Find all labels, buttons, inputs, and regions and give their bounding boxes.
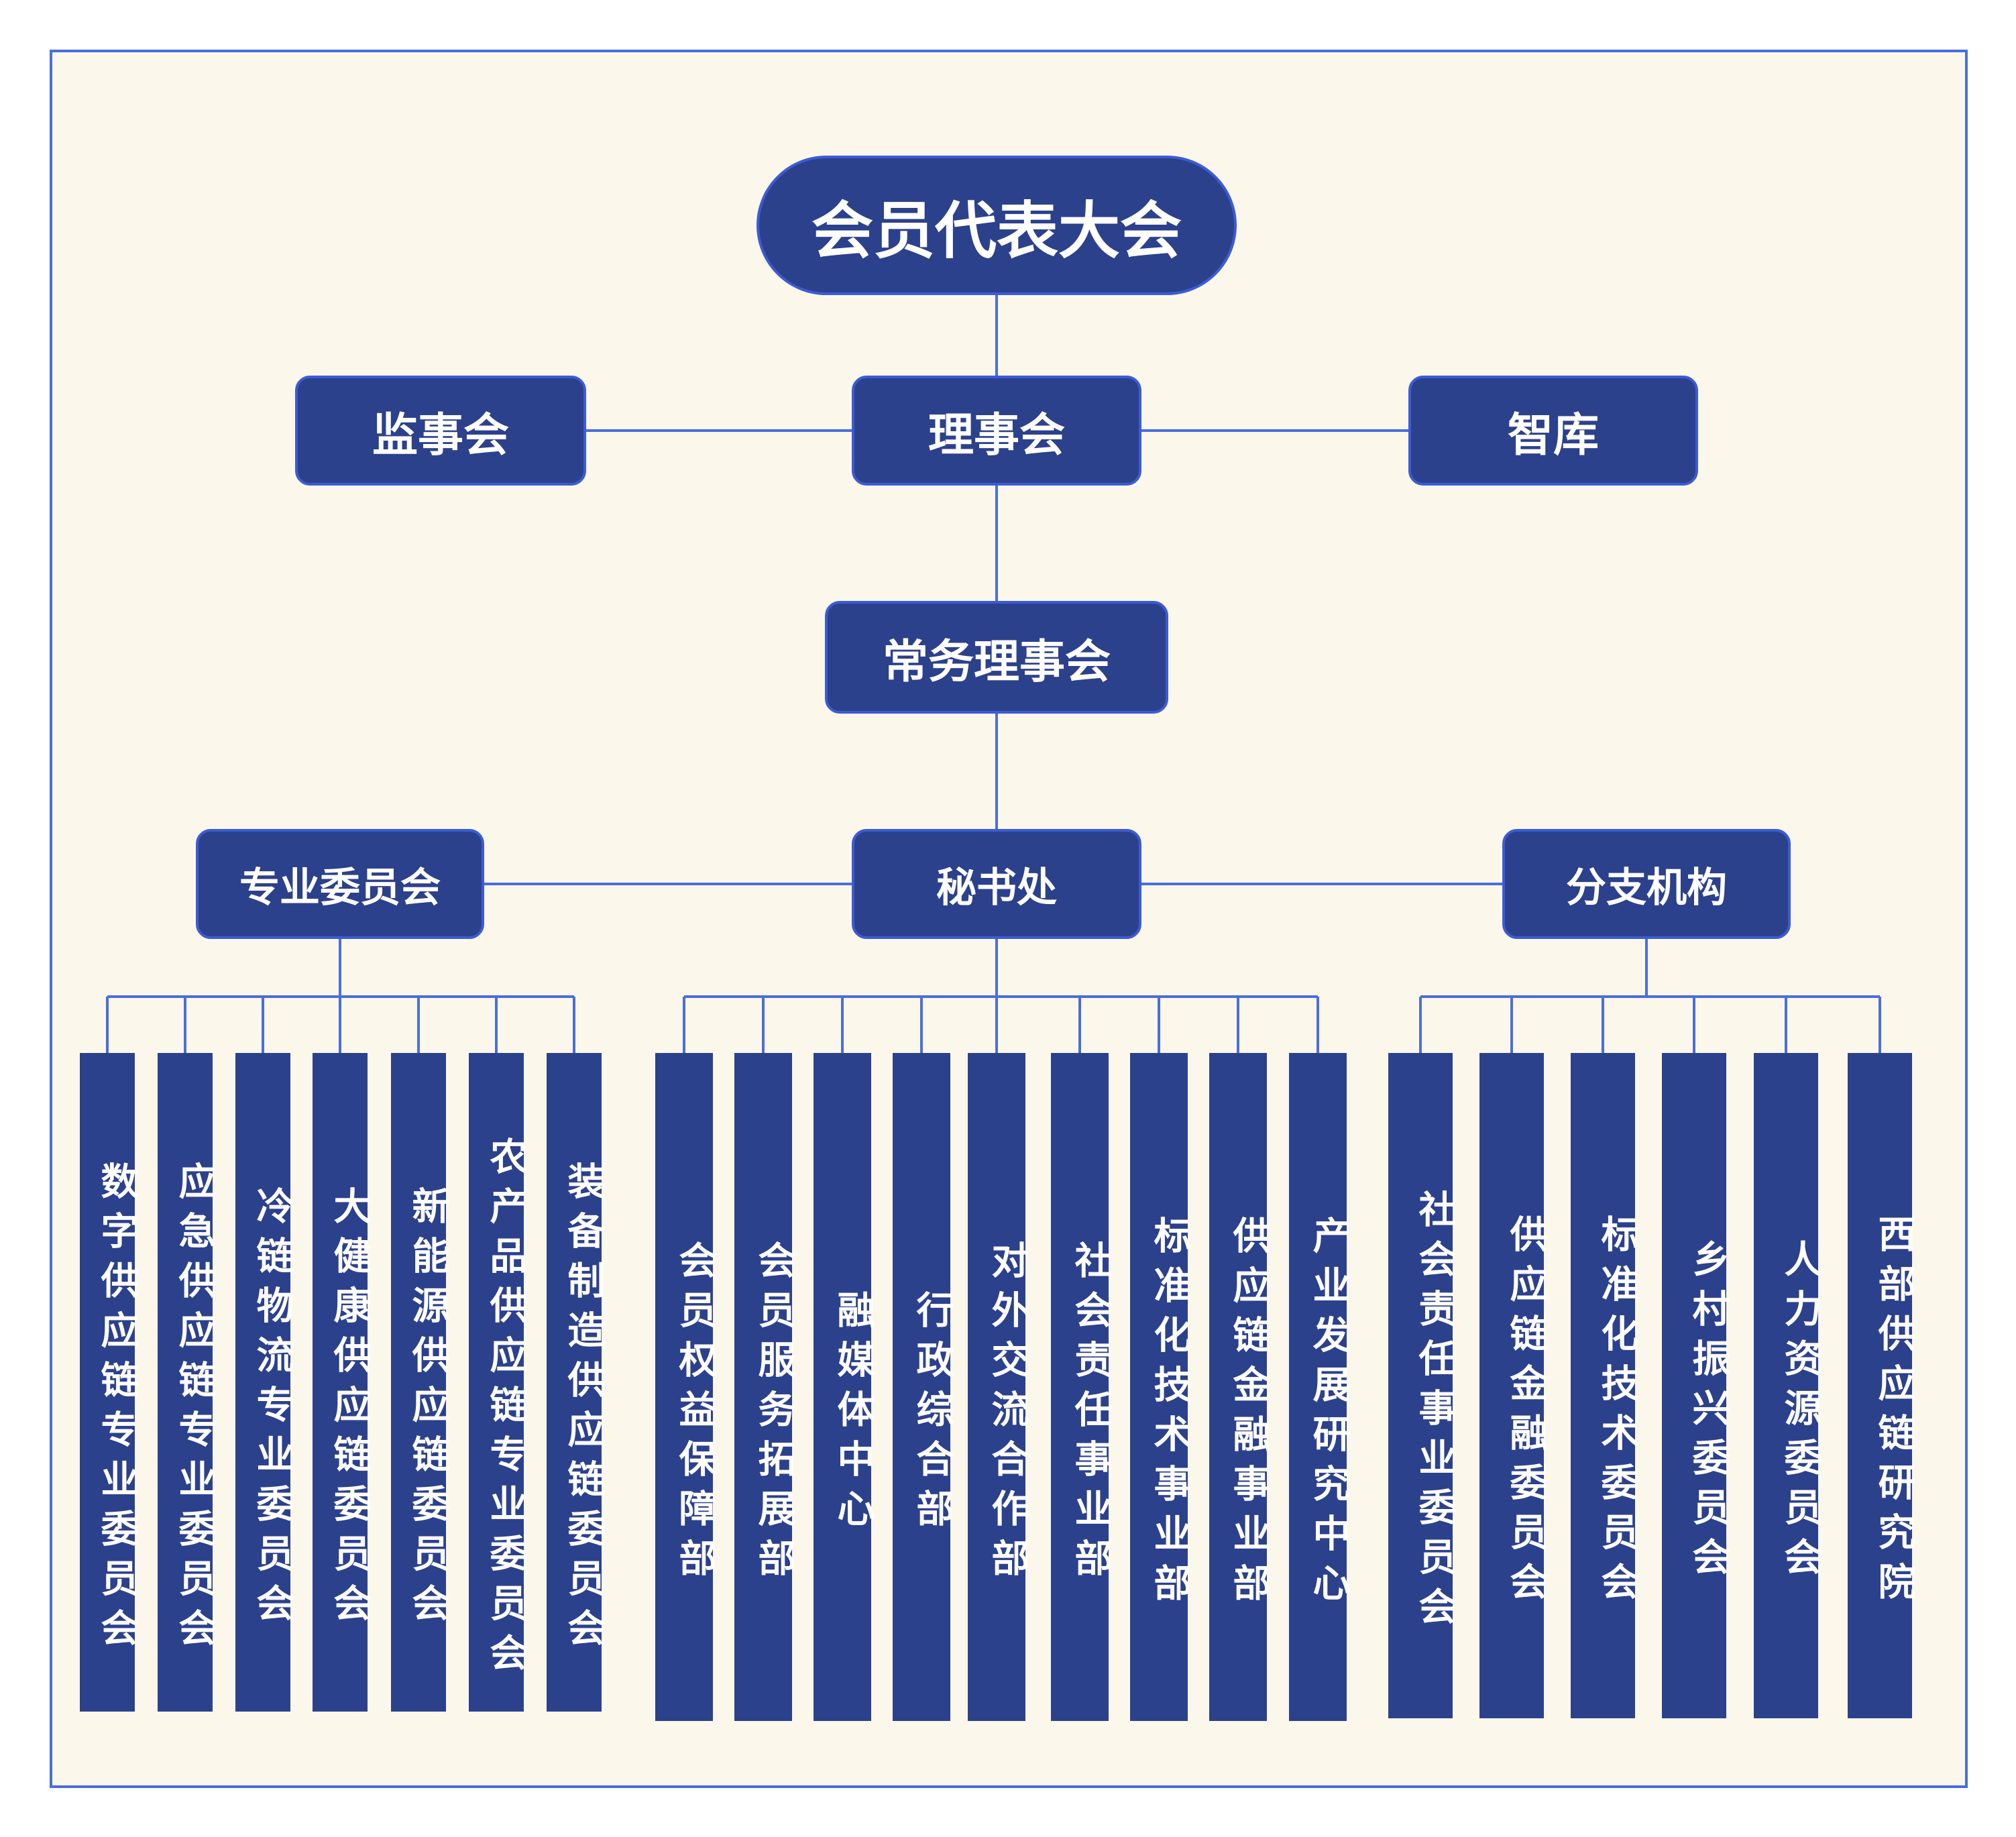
- branch-item-4: 乡村振兴委员会: [1662, 1053, 1730, 1718]
- branch-item-6: 西部供应链研究院: [1848, 1053, 1915, 1718]
- branch-item-1: 社会责任事业委员会: [1388, 1053, 1456, 1718]
- branch-item-5: 人力资源委员会: [1754, 1053, 1822, 1718]
- node-branches: 分支机构: [1502, 829, 1791, 939]
- secretariat-item-3: 融媒体中心: [814, 1053, 875, 1721]
- committee-item-4: 大健康供应链委员会: [313, 1053, 371, 1712]
- node-congress: 会员代表大会: [757, 156, 1237, 295]
- secretariat-item-1: 会员权益保障部: [655, 1053, 716, 1721]
- node-committees: 专业委员会: [196, 829, 484, 939]
- secretariat-item-7: 标准化技术事业部: [1130, 1053, 1191, 1721]
- connector-drops: [106, 997, 1881, 1053]
- node-secretariat: 秘书处: [852, 829, 1141, 939]
- node-think-tank: 智库: [1408, 376, 1698, 486]
- committee-item-2: 应急供应链专业委员会: [158, 1053, 216, 1712]
- node-supervisors: 监事会: [295, 376, 586, 486]
- node-council: 理事会: [852, 376, 1141, 486]
- secretariat-item-6: 社会责任事业部: [1051, 1053, 1112, 1721]
- secretariat-item-2: 会员服务拓展部: [734, 1053, 795, 1721]
- branch-item-2: 供应链金融委员会: [1479, 1053, 1547, 1718]
- node-standing-council: 常务理事会: [825, 601, 1168, 714]
- committee-item-1: 数字供应链专业委员会: [80, 1053, 138, 1712]
- branch-item-3: 标准化技术委员会: [1571, 1053, 1638, 1718]
- secretariat-item-4: 行政综合部: [893, 1053, 954, 1721]
- secretariat-item-9: 产业发展研究中心: [1289, 1053, 1350, 1721]
- committee-item-6: 农产品供应链专业委员会: [469, 1053, 527, 1712]
- secretariat-item-5: 对外交流合作部: [968, 1053, 1029, 1721]
- committee-item-7: 装备制造供应链委员会: [547, 1053, 605, 1712]
- committee-item-5: 新能源供应链委员会: [391, 1053, 449, 1712]
- secretariat-item-8: 供应链金融事业部: [1209, 1053, 1270, 1721]
- committee-item-3: 冷链物流专业委员会: [235, 1053, 294, 1712]
